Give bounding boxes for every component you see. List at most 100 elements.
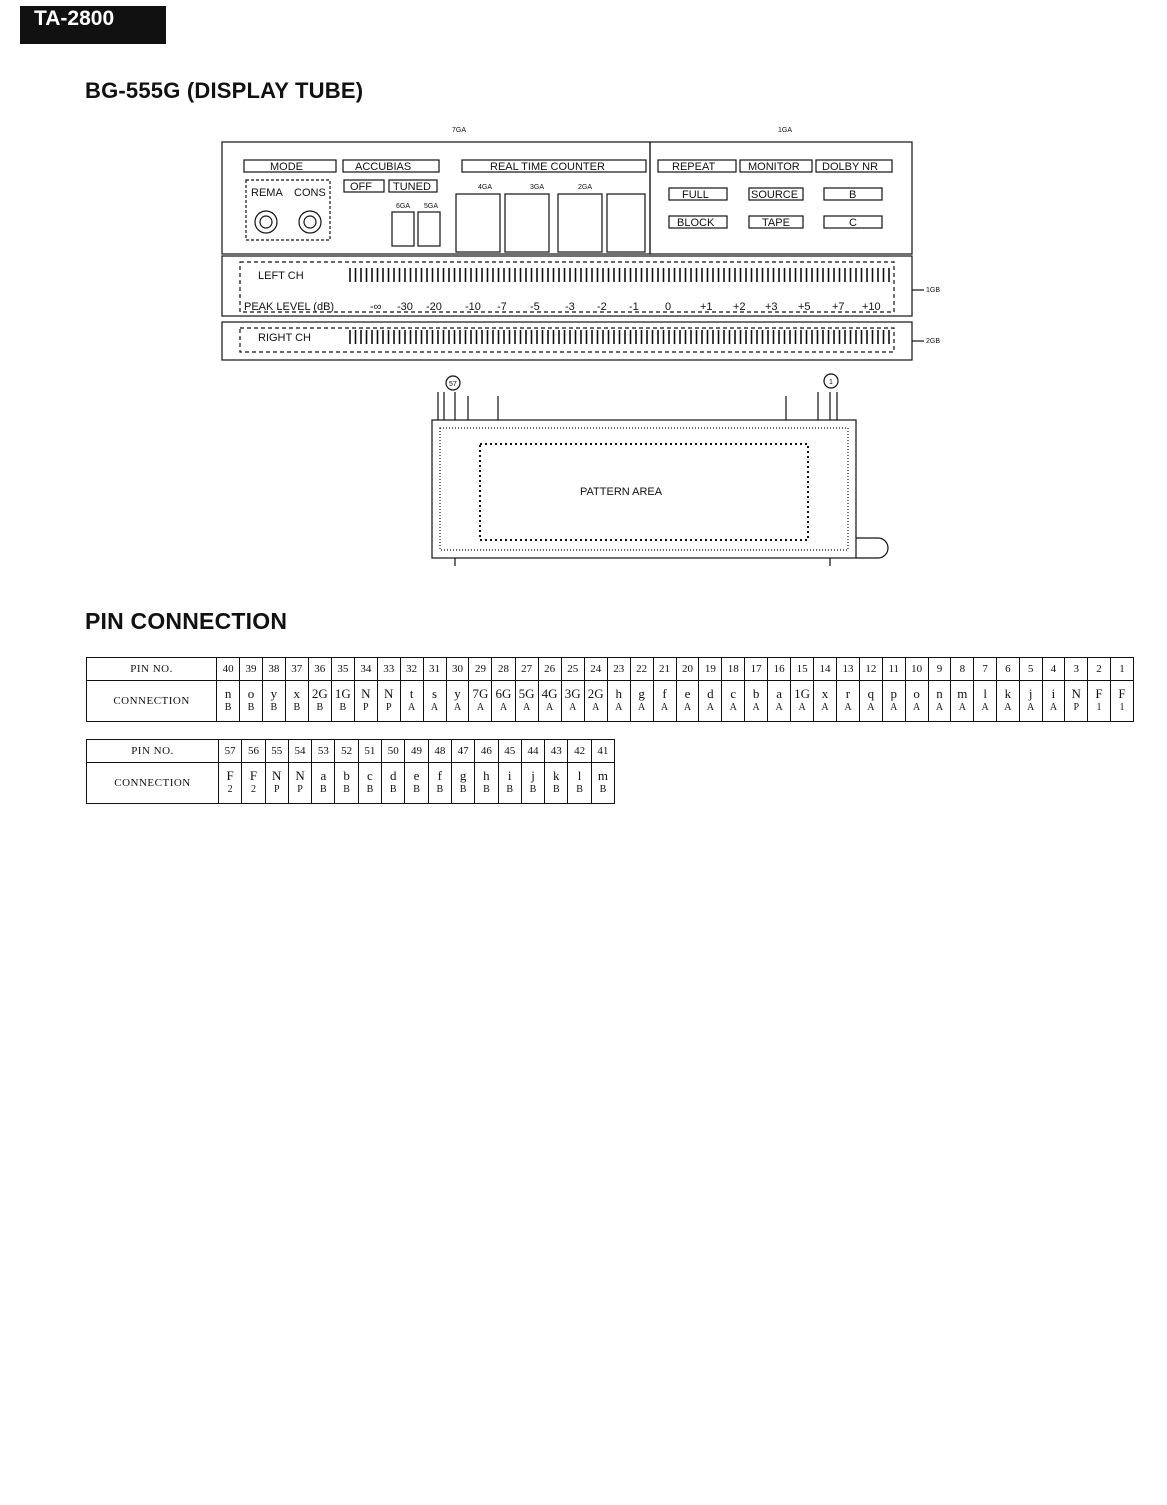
connection-bottom: B bbox=[339, 702, 347, 713]
connection-top: a bbox=[320, 768, 327, 783]
connection-bottom: 1 bbox=[1096, 702, 1102, 713]
connection-top: n bbox=[936, 686, 943, 701]
connection-top: 2G bbox=[311, 686, 328, 701]
peak-scale-value: -30 bbox=[397, 301, 413, 313]
peak-scale-value: +1 bbox=[700, 301, 713, 313]
connection-top: N bbox=[361, 686, 371, 701]
connection-top: p bbox=[890, 686, 898, 701]
peak-scale-value: -∞ bbox=[370, 301, 382, 313]
connection-header: CONNECTION bbox=[86, 762, 219, 804]
connection-top: F bbox=[249, 768, 258, 783]
pin-number-cell: 57 bbox=[217, 739, 243, 763]
connection-bottom: A bbox=[453, 702, 462, 713]
connection-top: o bbox=[247, 686, 255, 701]
connection-top: t bbox=[409, 686, 414, 701]
connection-bottom: B bbox=[599, 784, 607, 795]
connection-bottom: B bbox=[436, 784, 444, 795]
connection-top: j bbox=[531, 768, 535, 783]
connection-bottom: A bbox=[913, 702, 921, 713]
connection-bottom: B bbox=[483, 784, 490, 795]
pin-number-cell: 40 bbox=[216, 657, 241, 681]
cons-label: CONS bbox=[294, 187, 326, 199]
pin-number-cell: 25 bbox=[560, 657, 585, 681]
connection-top: f bbox=[662, 686, 667, 701]
pin-number-cell: 18 bbox=[721, 657, 746, 681]
connection-top: d bbox=[389, 768, 397, 783]
pin-number-cell: 54 bbox=[287, 739, 313, 763]
connection-bottom: A bbox=[592, 702, 600, 713]
tuned-label: TUNED bbox=[393, 181, 431, 193]
connection-top: k bbox=[553, 768, 560, 783]
connection-bottom: B bbox=[316, 702, 324, 713]
dolby-label: DOLBY NR bbox=[822, 161, 878, 173]
monitor-label: MONITOR bbox=[748, 161, 800, 173]
connection-top: m bbox=[597, 768, 608, 783]
pin-number-cell: 42 bbox=[567, 739, 592, 763]
connection-top: h bbox=[615, 686, 622, 701]
pin-number-cell: 14 bbox=[813, 657, 837, 681]
display-tube-diagram: 7GA 1GA MODE ACCUBIAS REAL TIME COUNTER … bbox=[221, 127, 940, 566]
left-ch-label: LEFT CH bbox=[258, 270, 304, 282]
pin-no-header: PIN NO. bbox=[85, 657, 218, 681]
connection-bottom: A bbox=[890, 702, 898, 713]
pin-number-cell: 55 bbox=[264, 739, 289, 763]
pin-number-cell: 34 bbox=[353, 657, 378, 681]
tape-label: TAPE bbox=[762, 217, 790, 229]
pin-number-cell: 4 bbox=[1041, 657, 1066, 681]
pattern-area-label: PATTERN AREA bbox=[580, 486, 663, 498]
connection-top: n bbox=[224, 686, 232, 701]
accubias-label: ACCUBIAS bbox=[355, 161, 411, 173]
connection-bottom: A bbox=[935, 702, 944, 713]
pin-number-cell: 30 bbox=[445, 657, 470, 681]
grid-1ga-label: 1GA bbox=[778, 127, 792, 134]
connection-top: g bbox=[638, 686, 645, 701]
pin-number-cell: 8 bbox=[950, 657, 975, 681]
pin-number-cell: 32 bbox=[399, 657, 424, 681]
pin-number-cell: 13 bbox=[836, 657, 860, 681]
pin-number-cell: 49 bbox=[404, 739, 429, 763]
connection-bottom: A bbox=[499, 702, 508, 713]
connection-top: e bbox=[684, 686, 691, 701]
connection-bottom: A bbox=[1027, 702, 1035, 713]
connection-top: g bbox=[459, 768, 467, 783]
left-bargraph bbox=[349, 268, 890, 282]
peak-scale-value: -20 bbox=[426, 301, 442, 313]
connection-top: k bbox=[1004, 686, 1012, 701]
peak-scale-value: +2 bbox=[733, 301, 746, 313]
connection-bottom: A bbox=[430, 702, 439, 713]
pin-number-cell: 51 bbox=[357, 739, 383, 763]
connection-top: e bbox=[413, 768, 420, 783]
connection-top: r bbox=[845, 686, 851, 701]
peak-scale-value: -5 bbox=[530, 301, 540, 313]
grid-7ga-label: 7GA bbox=[452, 127, 466, 134]
connection-bottom: B bbox=[247, 702, 255, 713]
pin-no-header: PIN NO. bbox=[86, 739, 219, 763]
pin-number-cell: 43 bbox=[544, 739, 569, 763]
connection-bottom: A bbox=[981, 702, 989, 713]
connection-bottom: A bbox=[775, 702, 783, 713]
